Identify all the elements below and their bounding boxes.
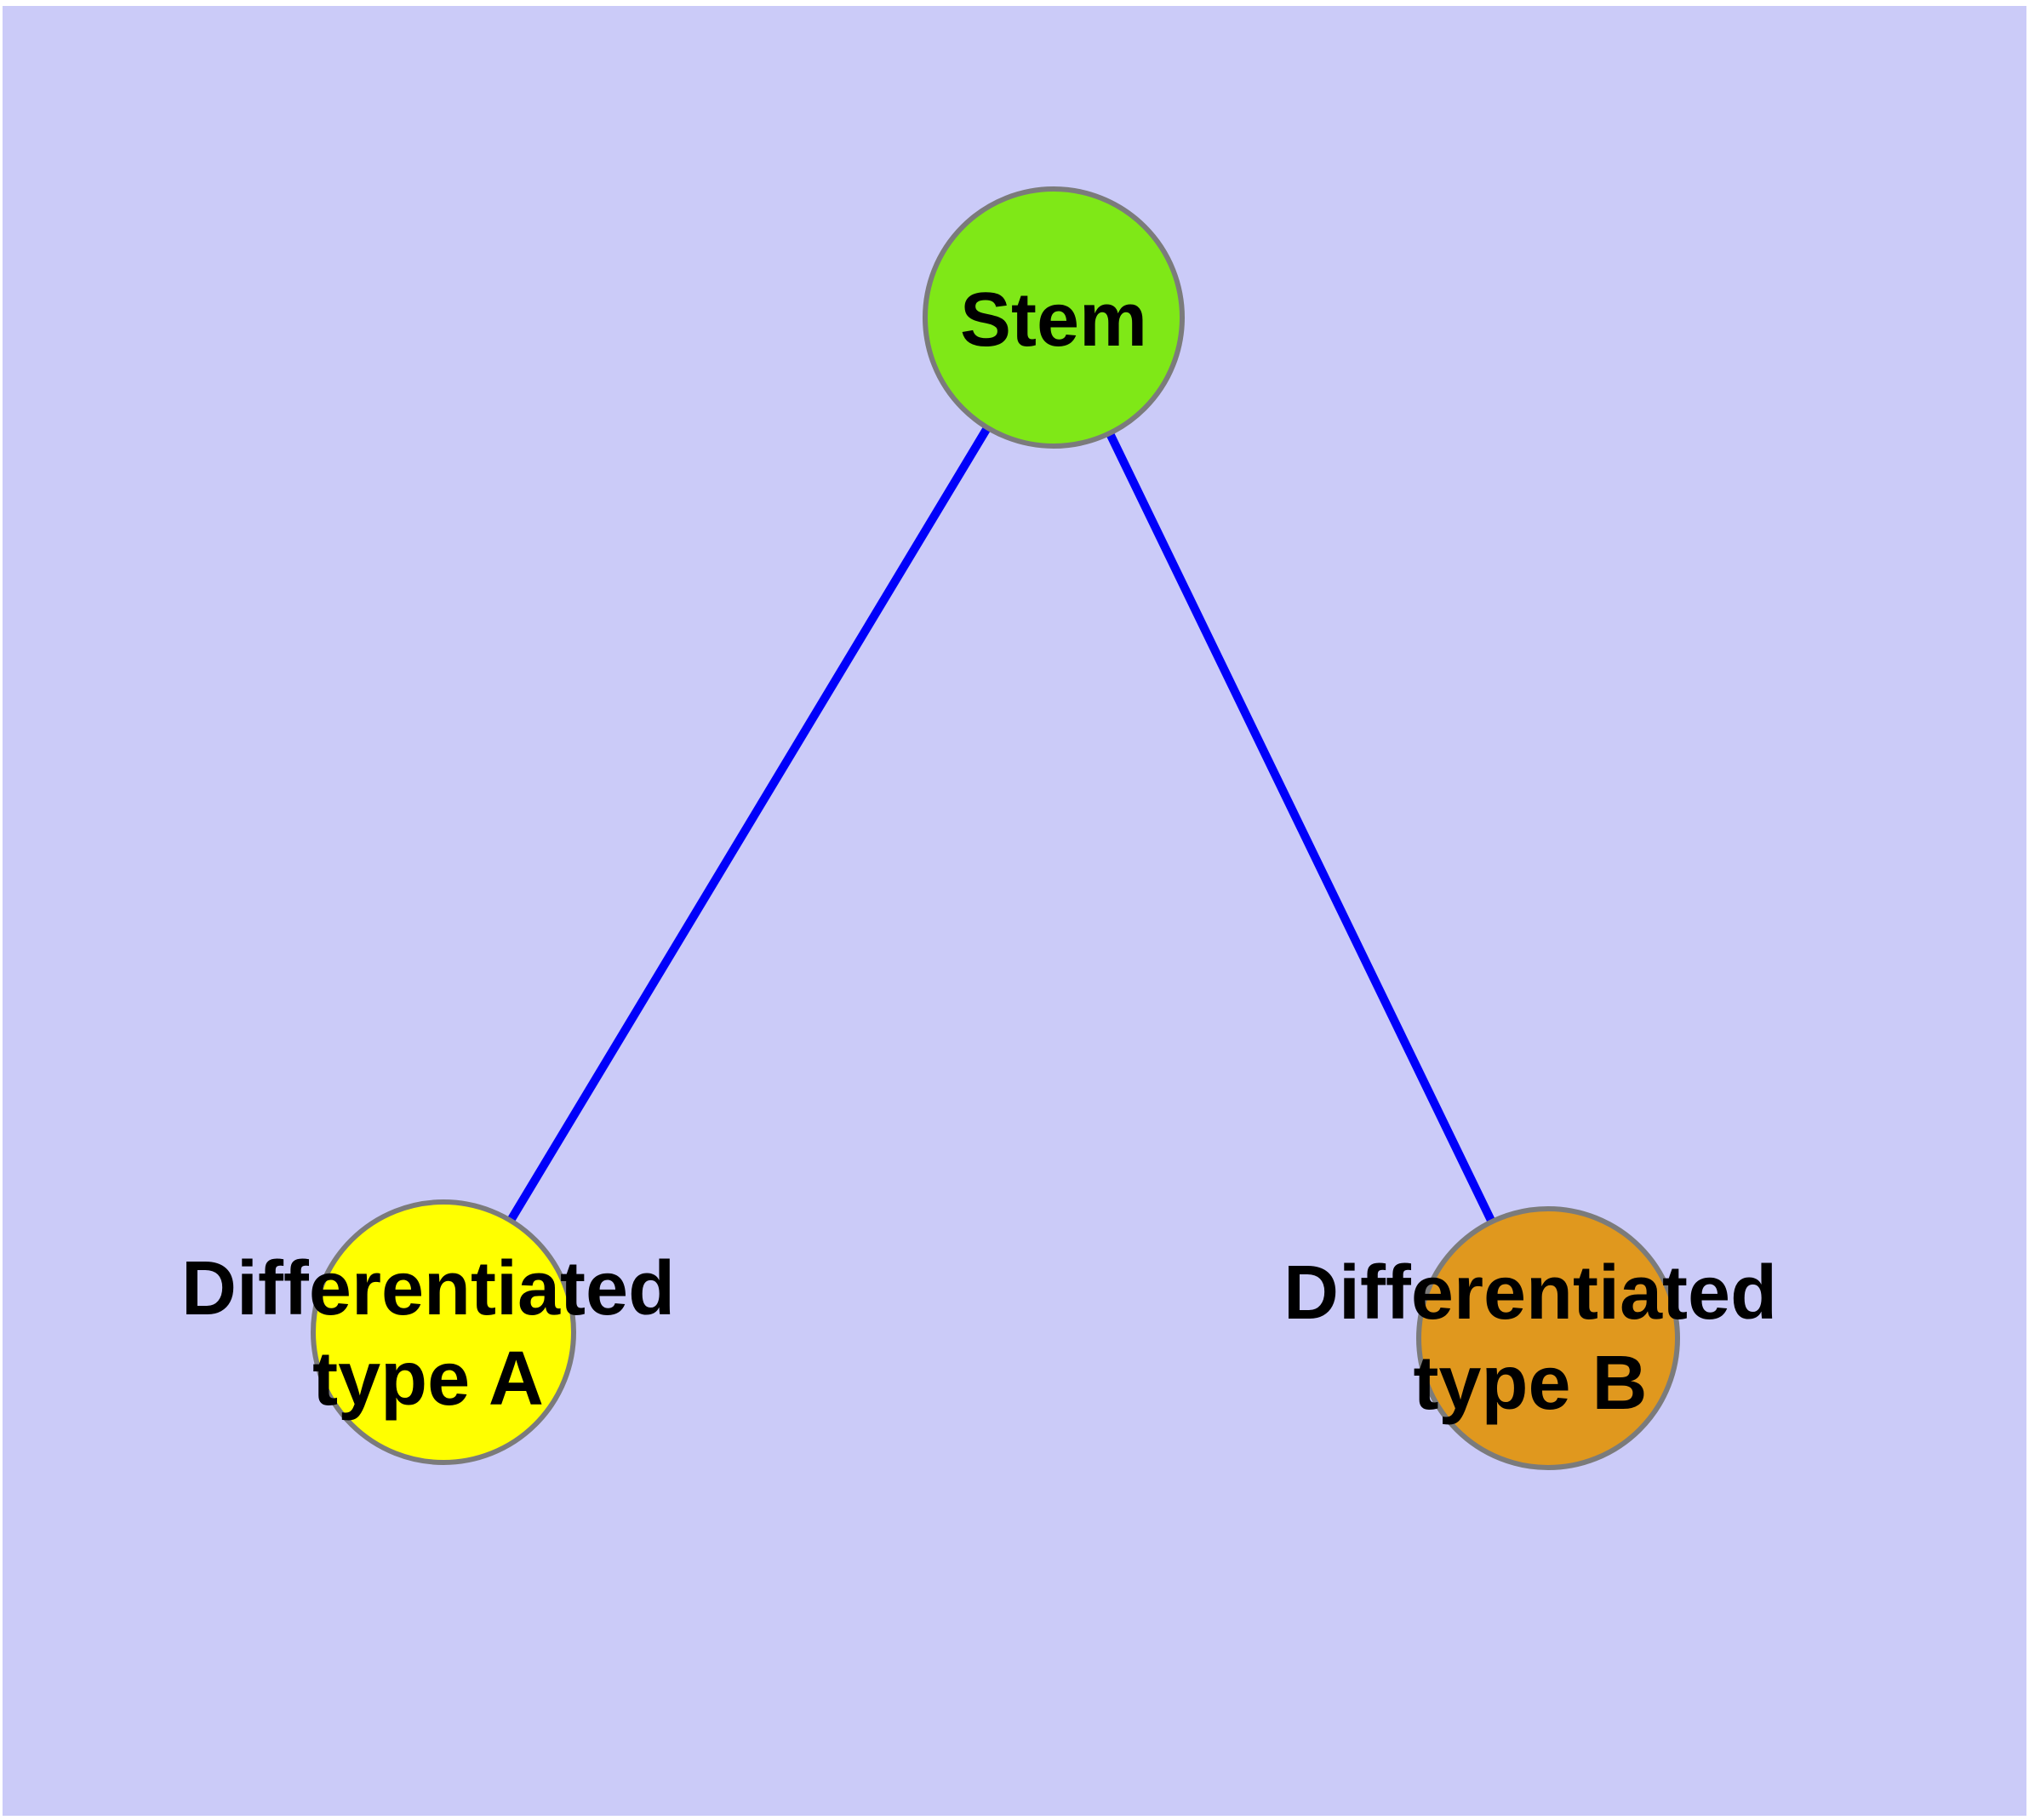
differentiated-type-a-label-line1: Differentiated (180, 1246, 676, 1331)
differentiated-type-b-label-line1: Differentiated (1283, 1251, 1778, 1336)
node-stem (923, 186, 1185, 449)
node-differentiated-type-a (311, 1199, 576, 1465)
edge-stem-to-type-a (439, 315, 1058, 1335)
edge-stem-to-type-b (1049, 315, 1552, 1341)
stem-node-label-text: Stem (959, 278, 1148, 363)
stem-node-label: Stem (960, 275, 1147, 365)
differentiated-type-a-label: Differentiated type A (181, 1244, 675, 1424)
differentiated-type-a-label-line2: type A (312, 1336, 544, 1422)
differentiated-type-b-label-line2: type B (1413, 1341, 1648, 1426)
node-differentiated-type-b (1416, 1206, 1680, 1470)
differentiated-type-b-label: Differentiated type B (1283, 1248, 1777, 1428)
